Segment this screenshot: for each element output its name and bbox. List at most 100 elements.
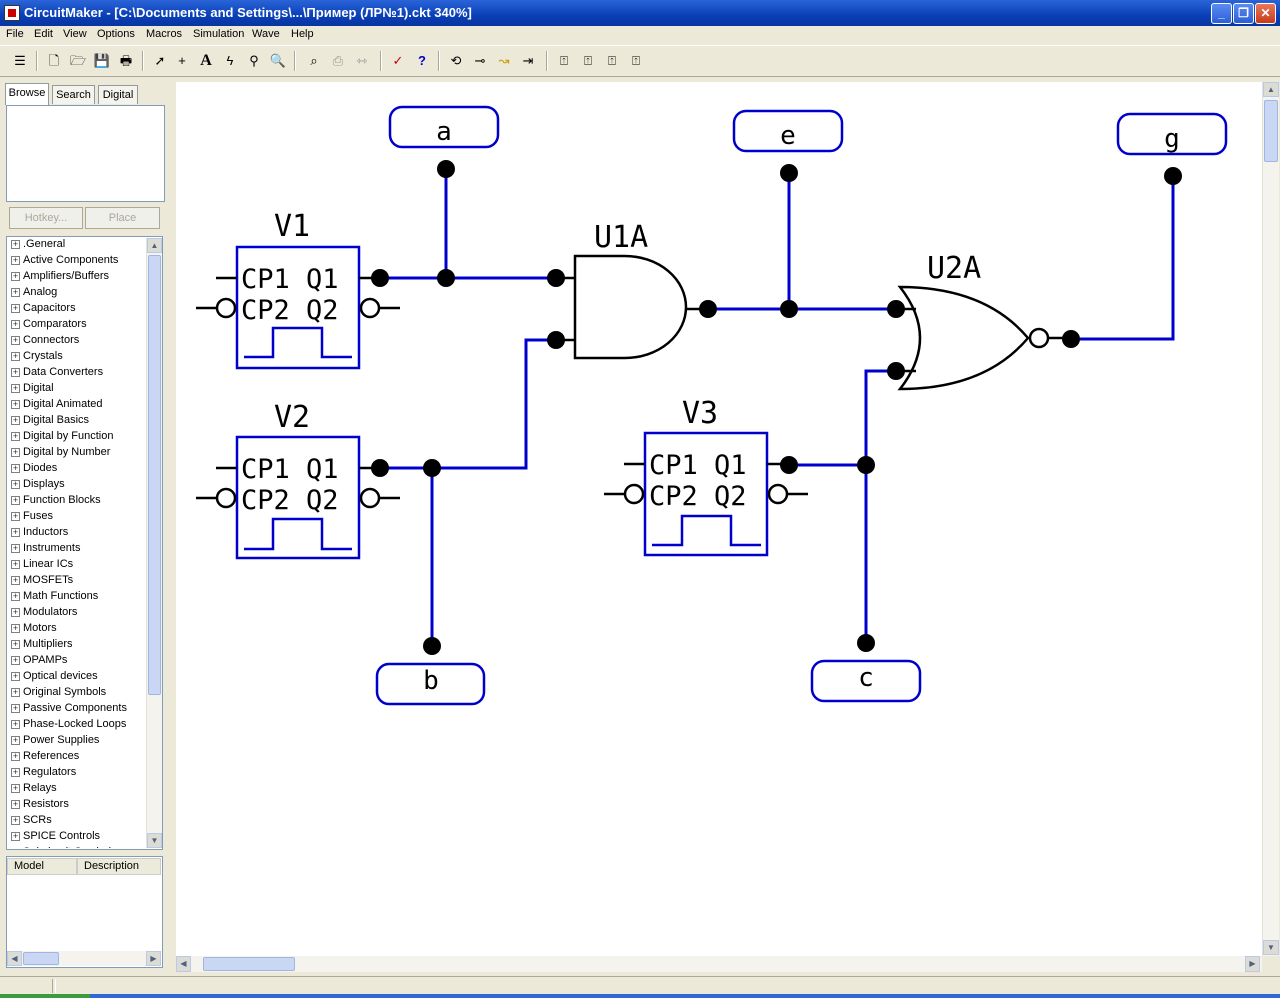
expand-icon[interactable]: +	[11, 462, 20, 473]
zoom-fit-icon[interactable]: ⌕	[310, 53, 318, 68]
scroll-left-arrow[interactable]: ◀	[176, 956, 191, 972]
expand-icon[interactable]: +	[11, 302, 20, 313]
scroll-up-arrow[interactable]: ▲	[1263, 82, 1279, 97]
expand-icon[interactable]: +	[11, 478, 20, 489]
close-button[interactable]: ✕	[1255, 3, 1276, 24]
library-tree[interactable]	[6, 236, 163, 850]
scroll-left-arrow[interactable]: ◀	[7, 951, 22, 966]
library-item[interactable]: +Multipliers	[7, 638, 73, 654]
expand-icon[interactable]: +	[11, 670, 20, 681]
waveform-1-icon[interactable]: ⍐	[560, 53, 568, 68]
expand-icon[interactable]: +	[11, 526, 20, 537]
text-tool-icon[interactable]: A	[200, 52, 212, 69]
zoom-tool-icon[interactable]: 🔍	[269, 53, 287, 68]
library-item[interactable]: +Connectors	[7, 334, 79, 350]
expand-icon[interactable]: +	[11, 414, 20, 425]
library-item[interactable]: +OPAMPs	[7, 654, 67, 670]
generator-v2[interactable]	[196, 435, 400, 560]
place-button[interactable]: Place	[85, 207, 160, 229]
expand-icon[interactable]: +	[11, 750, 20, 761]
print-icon[interactable]: 🖶	[119, 53, 133, 68]
library-item[interactable]: +Resistors	[7, 798, 69, 814]
expand-icon[interactable]: +	[11, 814, 20, 825]
library-item[interactable]: +References	[7, 750, 79, 766]
wire-tool-icon[interactable]: +	[178, 53, 186, 68]
library-item[interactable]: +SCRs	[7, 814, 52, 830]
library-item[interactable]: +MOSFETs	[7, 574, 73, 590]
expand-icon[interactable]: +	[11, 350, 20, 361]
library-item[interactable]: +Inductors	[7, 526, 68, 542]
menu-simulation[interactable]: Simulation	[193, 28, 245, 40]
library-item[interactable]: +Phase-Locked Loops	[7, 718, 126, 734]
scroll-down-arrow[interactable]: ▼	[147, 833, 162, 848]
waveform-3-icon[interactable]: ⍐	[608, 53, 616, 68]
menu-options[interactable]: Options	[97, 28, 135, 40]
expand-icon[interactable]: +	[11, 798, 20, 809]
hotkey-button[interactable]: Hotkey...	[9, 207, 83, 229]
library-item[interactable]: +Digital Basics	[7, 414, 89, 430]
expand-icon[interactable]: +	[11, 366, 20, 377]
expand-icon[interactable]: +	[11, 398, 20, 409]
model-hscrollbar[interactable]: ◀ ▶	[7, 951, 161, 966]
library-item[interactable]: +Passive Components	[7, 702, 127, 718]
tab-browse[interactable]: Browse	[5, 83, 49, 105]
library-item[interactable]: +Analog	[7, 286, 57, 302]
column-model[interactable]: Model	[7, 858, 77, 875]
step-icon[interactable]: ⊸	[474, 53, 486, 68]
expand-icon[interactable]: +	[11, 718, 20, 729]
scroll-right-arrow[interactable]: ▶	[1245, 956, 1260, 972]
expand-icon[interactable]: +	[11, 494, 20, 505]
tab-search[interactable]: Search	[52, 85, 95, 104]
new-file-icon[interactable]: 🗋	[48, 53, 60, 68]
waveform-2-icon[interactable]: ⍐	[584, 53, 592, 68]
library-item[interactable]: +Capacitors	[7, 302, 76, 318]
expand-icon[interactable]: +	[11, 686, 20, 697]
library-item[interactable]: +Function Blocks	[7, 494, 101, 510]
restore-button[interactable]: ❐	[1233, 3, 1254, 24]
expand-icon[interactable]: +	[11, 830, 20, 841]
library-item[interactable]: +Instruments	[7, 542, 80, 558]
rotate-icon[interactable]: ⎙	[332, 53, 344, 68]
expand-icon[interactable]: +	[11, 430, 20, 441]
library-item[interactable]: +SPICE Controls	[7, 830, 100, 846]
library-item[interactable]: +Digital Animated	[7, 398, 103, 414]
scroll-thumb[interactable]	[203, 957, 295, 971]
expand-icon[interactable]: +	[11, 702, 20, 713]
expand-icon[interactable]: +	[11, 574, 20, 585]
tab-digital[interactable]: Digital	[98, 85, 138, 104]
panel-toggle-icon[interactable]: ☰	[14, 53, 26, 68]
nor-gate-u2a[interactable]	[896, 285, 1071, 391]
expand-icon[interactable]: +	[11, 590, 20, 601]
arrow-tool-icon[interactable]: ➚	[154, 53, 166, 68]
reset-icon[interactable]: ⟲	[450, 53, 462, 68]
library-item[interactable]: +Motors	[7, 622, 57, 638]
library-item[interactable]: +Linear ICs	[7, 558, 73, 574]
expand-icon[interactable]: +	[11, 510, 20, 521]
probe-tool-icon[interactable]: ϟ	[226, 53, 234, 68]
column-description[interactable]: Description	[77, 858, 161, 875]
library-item[interactable]: +Optical devices	[7, 670, 98, 686]
library-item[interactable]: +Modulators	[7, 606, 77, 622]
library-scrollbar[interactable]: ▲ ▼	[146, 238, 162, 848]
expand-icon[interactable]: +	[11, 766, 20, 777]
expand-icon[interactable]: +	[11, 782, 20, 793]
expand-icon[interactable]: +	[11, 254, 20, 265]
app-icon[interactable]	[4, 5, 20, 21]
schematic-canvas[interactable]: a e g b c CP1 Q1 CP2 Q2 CP1 Q1 CP2 Q2 C	[176, 82, 1262, 956]
library-item[interactable]: +Data Converters	[7, 366, 103, 382]
scroll-thumb[interactable]	[1264, 100, 1278, 162]
scroll-right-arrow[interactable]: ▶	[146, 951, 161, 966]
open-file-icon[interactable]: 🗁	[69, 53, 87, 68]
library-item[interactable]: +Amplifiers/Buffers	[7, 270, 109, 286]
library-item[interactable]: +Digital by Number	[7, 446, 110, 462]
generator-v1[interactable]	[196, 245, 400, 370]
expand-icon[interactable]: +	[11, 238, 20, 249]
library-item[interactable]: +Crystals	[7, 350, 63, 366]
library-item[interactable]: +Regulators	[7, 766, 76, 782]
save-icon[interactable]: 💾	[93, 53, 111, 68]
library-item[interactable]: +Math Functions	[7, 590, 98, 606]
expand-icon[interactable]: +	[11, 286, 20, 297]
generator-v3[interactable]	[604, 431, 808, 557]
expand-icon[interactable]: +	[11, 270, 20, 281]
expand-icon[interactable]: +	[11, 318, 20, 329]
